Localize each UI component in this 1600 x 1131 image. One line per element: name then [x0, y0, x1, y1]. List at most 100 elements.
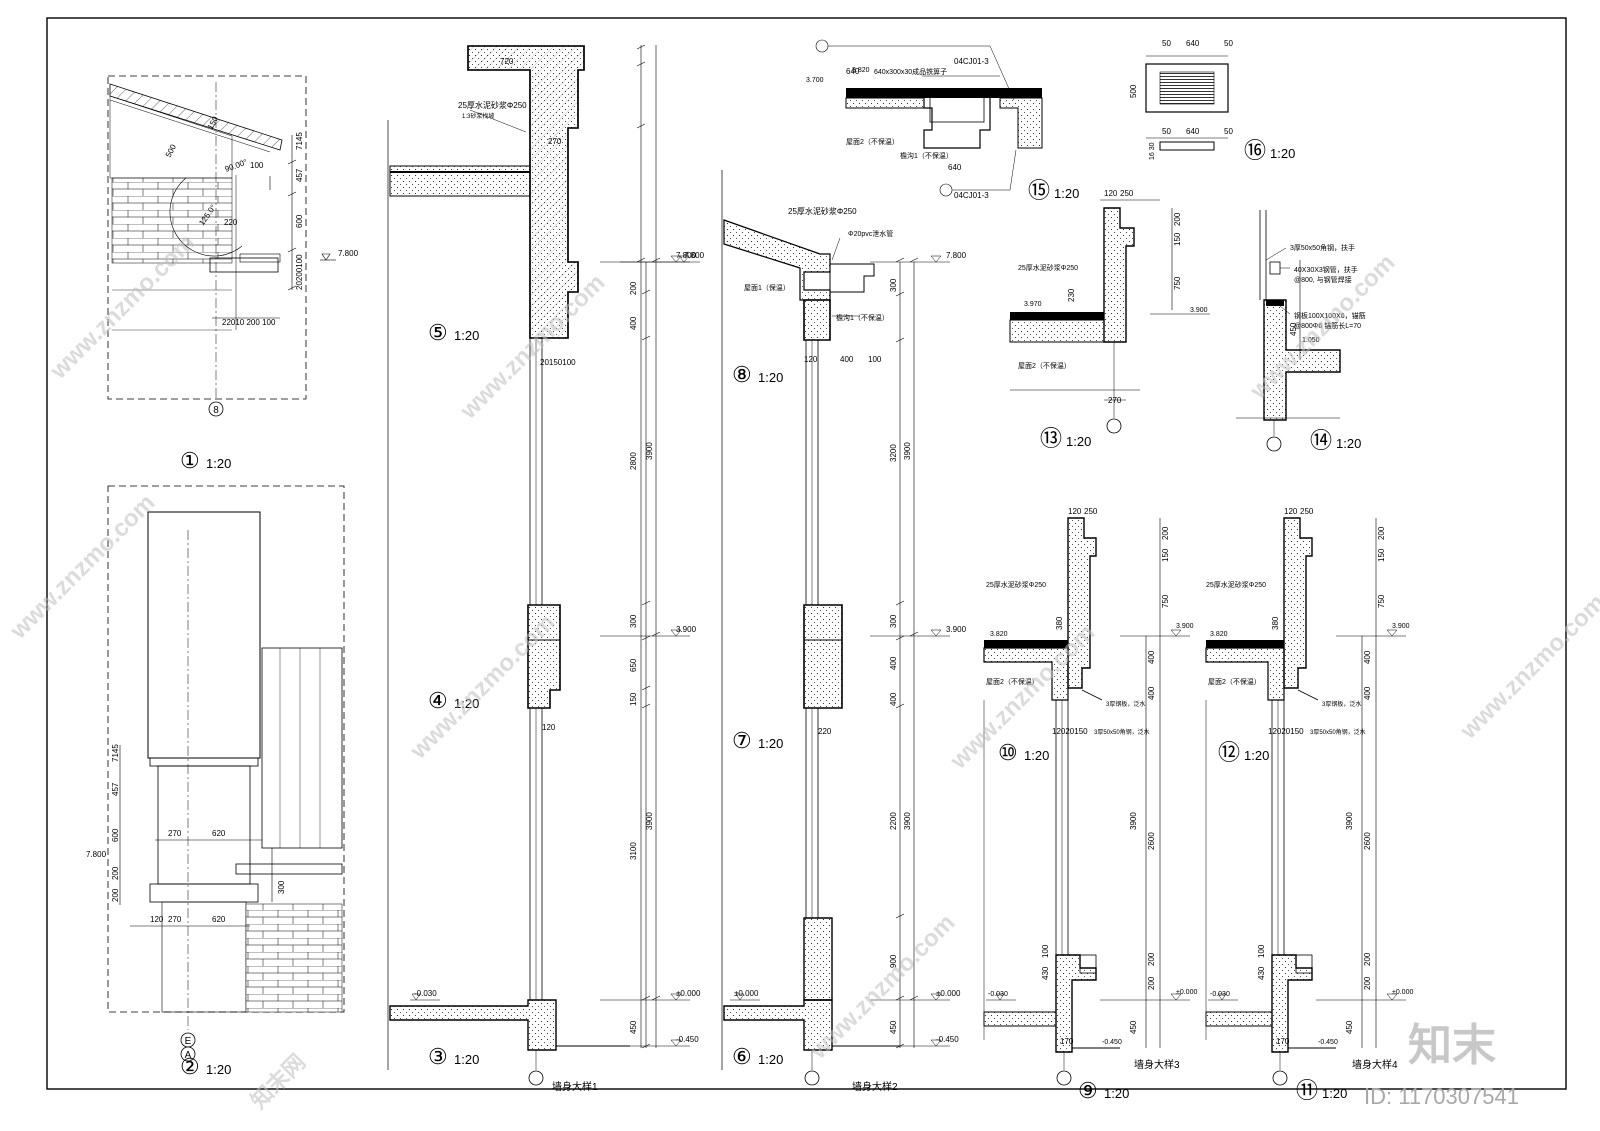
elev-m030-w1: -0.030	[414, 989, 437, 998]
watermark-9: 知末网	[246, 1049, 310, 1113]
svg-text:380: 380	[1271, 616, 1280, 630]
svg-text:12020150: 12020150	[1268, 727, 1304, 736]
svg-text:25厚水泥砂浆Φ250: 25厚水泥砂浆Φ250	[1018, 263, 1078, 272]
svg-text:25厚水泥砂浆Φ250: 25厚水泥砂浆Φ250	[458, 100, 527, 110]
svg-text:200: 200	[1161, 526, 1170, 540]
svg-text:3900: 3900	[903, 442, 912, 460]
detail-14-railing: 3厚50x50角钢，扶手 40X30X3钢管，扶手 @800, 与钢管焊接 钢板…	[1236, 210, 1366, 452]
svg-text:200: 200	[629, 281, 638, 295]
elev-0-w4: ±0.000	[1392, 989, 1413, 996]
axis-a-label: A	[185, 1050, 192, 1061]
detail-7-number: ⑦	[732, 728, 752, 753]
sheet-border	[46, 17, 1567, 1090]
svg-text:400: 400	[1147, 650, 1156, 664]
elev-3820-w4: 3.820	[1210, 631, 1228, 638]
watermark-7: www.znzmo.com	[1454, 589, 1600, 745]
elev-m030-w3: -0.030	[988, 991, 1008, 998]
svg-text:430: 430	[1041, 966, 1050, 980]
svg-text:7145: 7145	[295, 132, 304, 150]
detail-1-scale: 1:20	[206, 456, 231, 471]
svg-text:200: 200	[111, 866, 120, 880]
svg-text:450: 450	[629, 1020, 638, 1034]
detail-14-number: ⑭	[1310, 428, 1332, 453]
svg-text:120: 120	[1068, 507, 1082, 516]
detail-6-number: ⑥	[732, 1044, 752, 1069]
svg-text:230: 230	[1067, 288, 1076, 302]
detail-4-scale: 1:20	[454, 696, 479, 711]
wall-title-2: 墙身大样2	[852, 1080, 898, 1093]
svg-text:500: 500	[1129, 84, 1138, 98]
detail-15-number: ⑮	[1028, 178, 1050, 203]
svg-text:25厚水泥砂浆Φ250: 25厚水泥砂浆Φ250	[788, 206, 857, 216]
svg-text:900: 900	[889, 954, 898, 968]
svg-text:40X30X3钢管，扶手: 40X30X3钢管，扶手	[1294, 265, 1358, 274]
svg-text:3900: 3900	[1345, 812, 1354, 830]
elev-0-w2-left: ±0.000	[734, 989, 759, 998]
svg-text:200: 200	[1173, 212, 1182, 226]
detail-8-number: ⑧	[732, 362, 752, 387]
svg-text:150: 150	[629, 692, 638, 706]
svg-text:04CJ01-3: 04CJ01-3	[954, 57, 989, 66]
wall-section-4: 120 250 25厚水泥砂浆Φ250 3.820 3.900 ±0.000 -…	[1205, 507, 1413, 1086]
detail-11-scale: 1:20	[1322, 1086, 1347, 1101]
image-id: ID: 1170307541	[1364, 1084, 1519, 1109]
svg-text:3厚50x50角钢，扶手: 3厚50x50角钢，扶手	[1290, 243, 1355, 252]
svg-text:200: 200	[1147, 976, 1156, 990]
detail-14-scale: 1:20	[1336, 436, 1361, 451]
detail-3-number: ③	[428, 1044, 448, 1069]
detail-1-eave: 8 500 150 90.00° 100 125.0° 220 22010 20…	[107, 75, 359, 417]
elev-0-w2: ±0.000	[936, 989, 961, 998]
svg-text:640: 640	[948, 163, 962, 172]
detail-5-number: ⑤	[428, 320, 448, 345]
svg-text:屋面1（保温）: 屋面1（保温）	[744, 283, 790, 292]
svg-text:400: 400	[1363, 650, 1372, 664]
svg-text:430: 430	[1257, 966, 1266, 980]
svg-text:200: 200	[1363, 952, 1372, 966]
elev-0-w1: ±0.000	[676, 989, 701, 998]
svg-text:620: 620	[212, 915, 226, 924]
svg-text:400: 400	[840, 355, 854, 364]
svg-text:120: 120	[1104, 189, 1118, 198]
elev-m030-w4: -0.030	[1210, 991, 1230, 998]
svg-text:3100: 3100	[629, 842, 638, 860]
svg-text:檐沟1（不保温）: 檐沟1（不保温）	[836, 313, 889, 322]
svg-text:457: 457	[295, 168, 304, 182]
svg-text:2200: 2200	[889, 812, 898, 830]
svg-text:100: 100	[868, 355, 882, 364]
svg-text:120: 120	[804, 355, 818, 364]
elev-7800-d2: 7.800	[86, 850, 107, 859]
elev-m450-w3: -0.450	[1102, 1039, 1122, 1046]
detail-10-scale: 1:20	[1024, 748, 1049, 763]
svg-text:16 30: 16 30	[1149, 142, 1156, 160]
svg-text:7145: 7145	[111, 744, 120, 762]
svg-text:600: 600	[295, 214, 304, 228]
svg-text:200: 200	[1363, 976, 1372, 990]
svg-text:720: 720	[500, 57, 514, 66]
svg-text:450: 450	[889, 1020, 898, 1034]
elev-3970: 3.970	[1024, 301, 1042, 308]
elev-3900-w4: 3.900	[1392, 623, 1410, 630]
svg-text:400: 400	[889, 656, 898, 670]
svg-text:20150100: 20150100	[540, 358, 576, 367]
svg-text:300: 300	[889, 614, 898, 628]
elev-m450-w1: -0.450	[676, 1035, 699, 1044]
svg-text:270: 270	[168, 915, 182, 924]
svg-text:250: 250	[1084, 507, 1098, 516]
svg-text:12020150: 12020150	[1052, 727, 1088, 736]
elev-3820-d15: 3.820	[852, 67, 870, 74]
svg-text:屋面2（不保温）: 屋面2（不保温）	[1208, 677, 1261, 686]
elev-0-w3: ±0.000	[1176, 989, 1197, 996]
svg-text:3200: 3200	[889, 444, 898, 462]
elev-7800-d1: 7.800	[338, 249, 359, 258]
svg-text:Φ20pvc泄水管: Φ20pvc泄水管	[848, 229, 893, 238]
detail-16-scale: 1:20	[1270, 146, 1295, 161]
detail-5-scale: 1:20	[454, 328, 479, 343]
svg-text:120: 120	[150, 915, 164, 924]
svg-text:25厚水泥砂浆Φ250: 25厚水泥砂浆Φ250	[986, 580, 1046, 589]
elev-1050: 1.050	[1302, 337, 1320, 344]
svg-text:380: 380	[1055, 616, 1064, 630]
detail-13-parapet: 120 250 200 150 750 25厚水泥砂浆Φ250 230 3.97…	[1009, 189, 1210, 434]
svg-text:620: 620	[212, 829, 226, 838]
elev-3700-d15: 3.700	[806, 77, 824, 84]
svg-text:750: 750	[1161, 594, 1170, 608]
